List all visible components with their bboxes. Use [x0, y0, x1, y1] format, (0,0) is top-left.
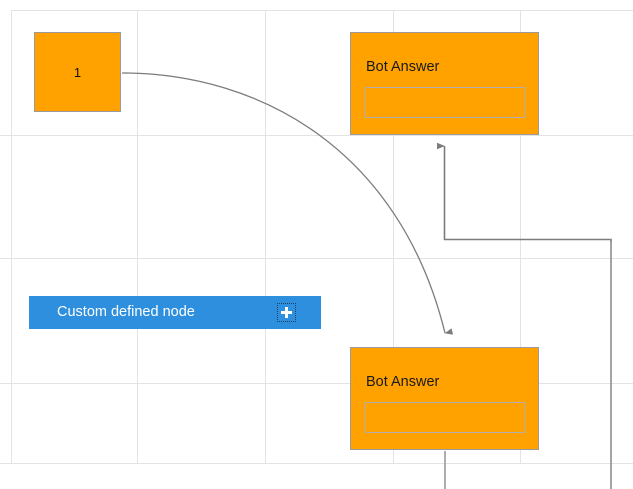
- node-answer-slot[interactable]: [365, 87, 525, 118]
- node-start[interactable]: 1: [34, 32, 121, 112]
- node-title: Bot Answer: [366, 59, 440, 75]
- node-start-label: 1: [73, 64, 82, 80]
- custom-defined-node-bar[interactable]: Custom defined node: [29, 296, 321, 329]
- node-bot-answer-top[interactable]: Bot Answer: [350, 32, 539, 135]
- node-title: Bot Answer: [366, 374, 440, 390]
- custom-defined-node-label: Custom defined node: [57, 304, 195, 321]
- node-answer-slot[interactable]: [365, 402, 525, 433]
- plus-icon-vertical-bar: [285, 307, 288, 318]
- node-bot-answer-bottom[interactable]: Bot Answer: [350, 347, 539, 450]
- plus-icon[interactable]: [277, 303, 296, 322]
